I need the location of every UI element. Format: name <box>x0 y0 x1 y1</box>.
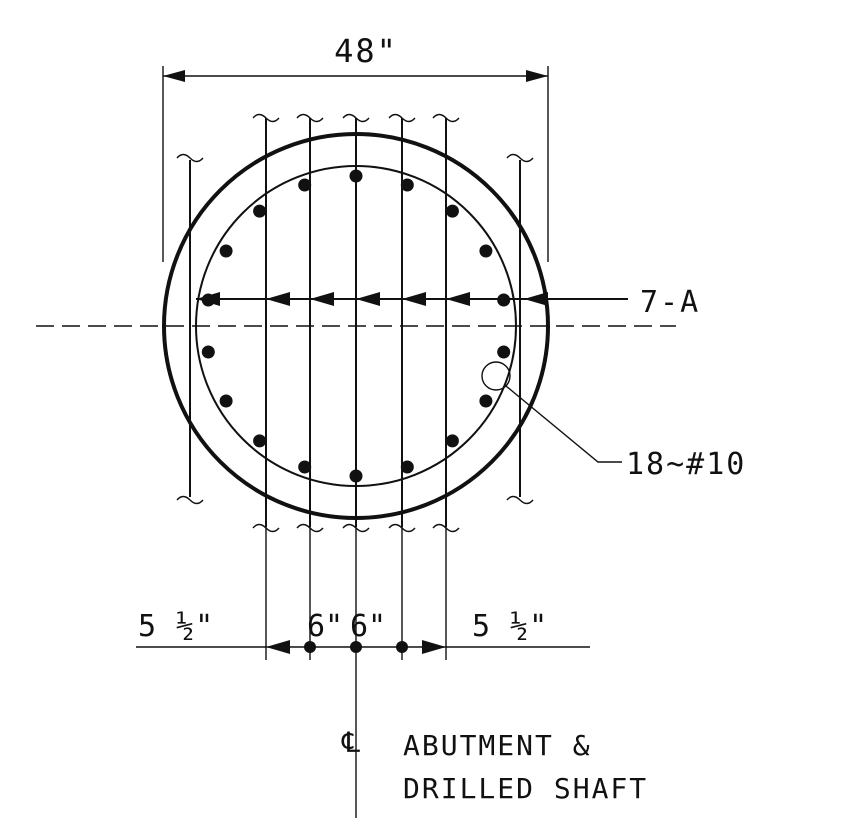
rebar-dot <box>253 204 267 218</box>
section-arrow-3 <box>310 292 334 306</box>
left-edge-spacing-label: 5 ½" <box>138 609 214 644</box>
rebar-dot <box>400 178 414 192</box>
rebar-callout-label: 18~#10 <box>626 447 746 482</box>
overall-width-dimension: 48" <box>162 32 549 262</box>
spacing-arrow-left <box>266 640 290 654</box>
rebar-highlight-circle <box>481 361 511 391</box>
rebar-dot <box>201 345 215 359</box>
rebar-dot <box>479 244 493 258</box>
rebar-dot <box>497 345 511 359</box>
centerline-note: ℄ ABUTMENT & DRILLED SHAFT <box>341 726 648 805</box>
spacing-dimensions: 5 ½" 6" 6" 5 ½" <box>136 527 590 660</box>
break-marks-top <box>176 113 534 163</box>
rebar-dot <box>219 244 233 258</box>
rebar-callout: 18~#10 <box>481 361 746 482</box>
overall-width-label: 48" <box>334 32 398 70</box>
spacing-dot-right <box>396 641 408 653</box>
right-edge-spacing-label: 5 ½" <box>472 609 548 644</box>
width-arrow-left <box>163 70 185 82</box>
spacing-dot-left <box>304 641 316 653</box>
section-arrow-6 <box>446 292 470 306</box>
section-arrow-5 <box>402 292 426 306</box>
section-cut-line: 7-A <box>196 285 700 320</box>
rebar-dots <box>201 169 511 483</box>
rebar-leader-line <box>505 385 622 463</box>
rebar-dot <box>253 434 267 448</box>
section-arrow-2 <box>266 292 290 306</box>
rebar-dot <box>445 434 459 448</box>
section-callout-label: 7-A <box>640 285 700 320</box>
rebar-dot <box>479 394 493 408</box>
centerline-symbol: ℄ <box>341 726 360 759</box>
section-arrow-4 <box>356 292 380 306</box>
center-spacing-left-label: 6" <box>307 609 343 644</box>
rebar-dot <box>400 460 414 474</box>
centerline-label-line1: ABUTMENT & <box>403 729 592 762</box>
centerline-label-line2: DRILLED SHAFT <box>403 772 648 805</box>
rebar-dot <box>201 293 215 307</box>
rebar-dot <box>497 293 511 307</box>
rebar-dot <box>445 204 459 218</box>
rebar-dot <box>298 460 312 474</box>
rebar-dot <box>298 178 312 192</box>
rebar-dot <box>219 394 233 408</box>
section-arrow-7 <box>524 292 548 306</box>
spacing-arrow-right <box>422 640 446 654</box>
width-arrow-right <box>526 70 548 82</box>
